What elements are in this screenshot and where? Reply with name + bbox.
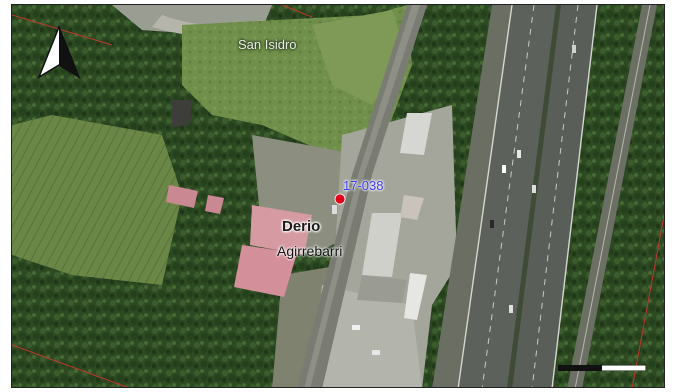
map-frame: San Isidro Derio Agirrebarri 17-038 [11, 4, 665, 388]
aerial-imagery [12, 5, 664, 387]
location-marker-icon[interactable] [334, 193, 346, 205]
north-arrow-icon [37, 25, 81, 79]
scale-bar-icon [558, 365, 646, 371]
